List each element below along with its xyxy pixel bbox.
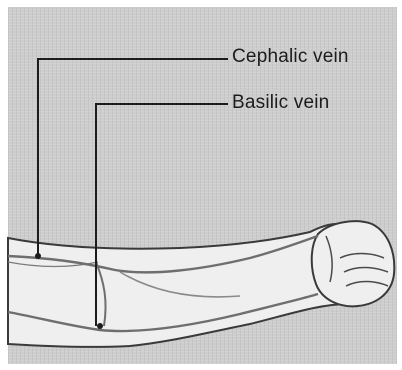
cephalic-vein-label: Cephalic vein: [232, 46, 349, 68]
cephalic-leader-dot: [35, 253, 41, 259]
fist-shape: [312, 221, 395, 306]
cephalic-leader-line: [38, 59, 228, 256]
basilic-vein-label: Basilic vein: [232, 92, 329, 114]
basilic-leader-dot: [97, 323, 103, 329]
